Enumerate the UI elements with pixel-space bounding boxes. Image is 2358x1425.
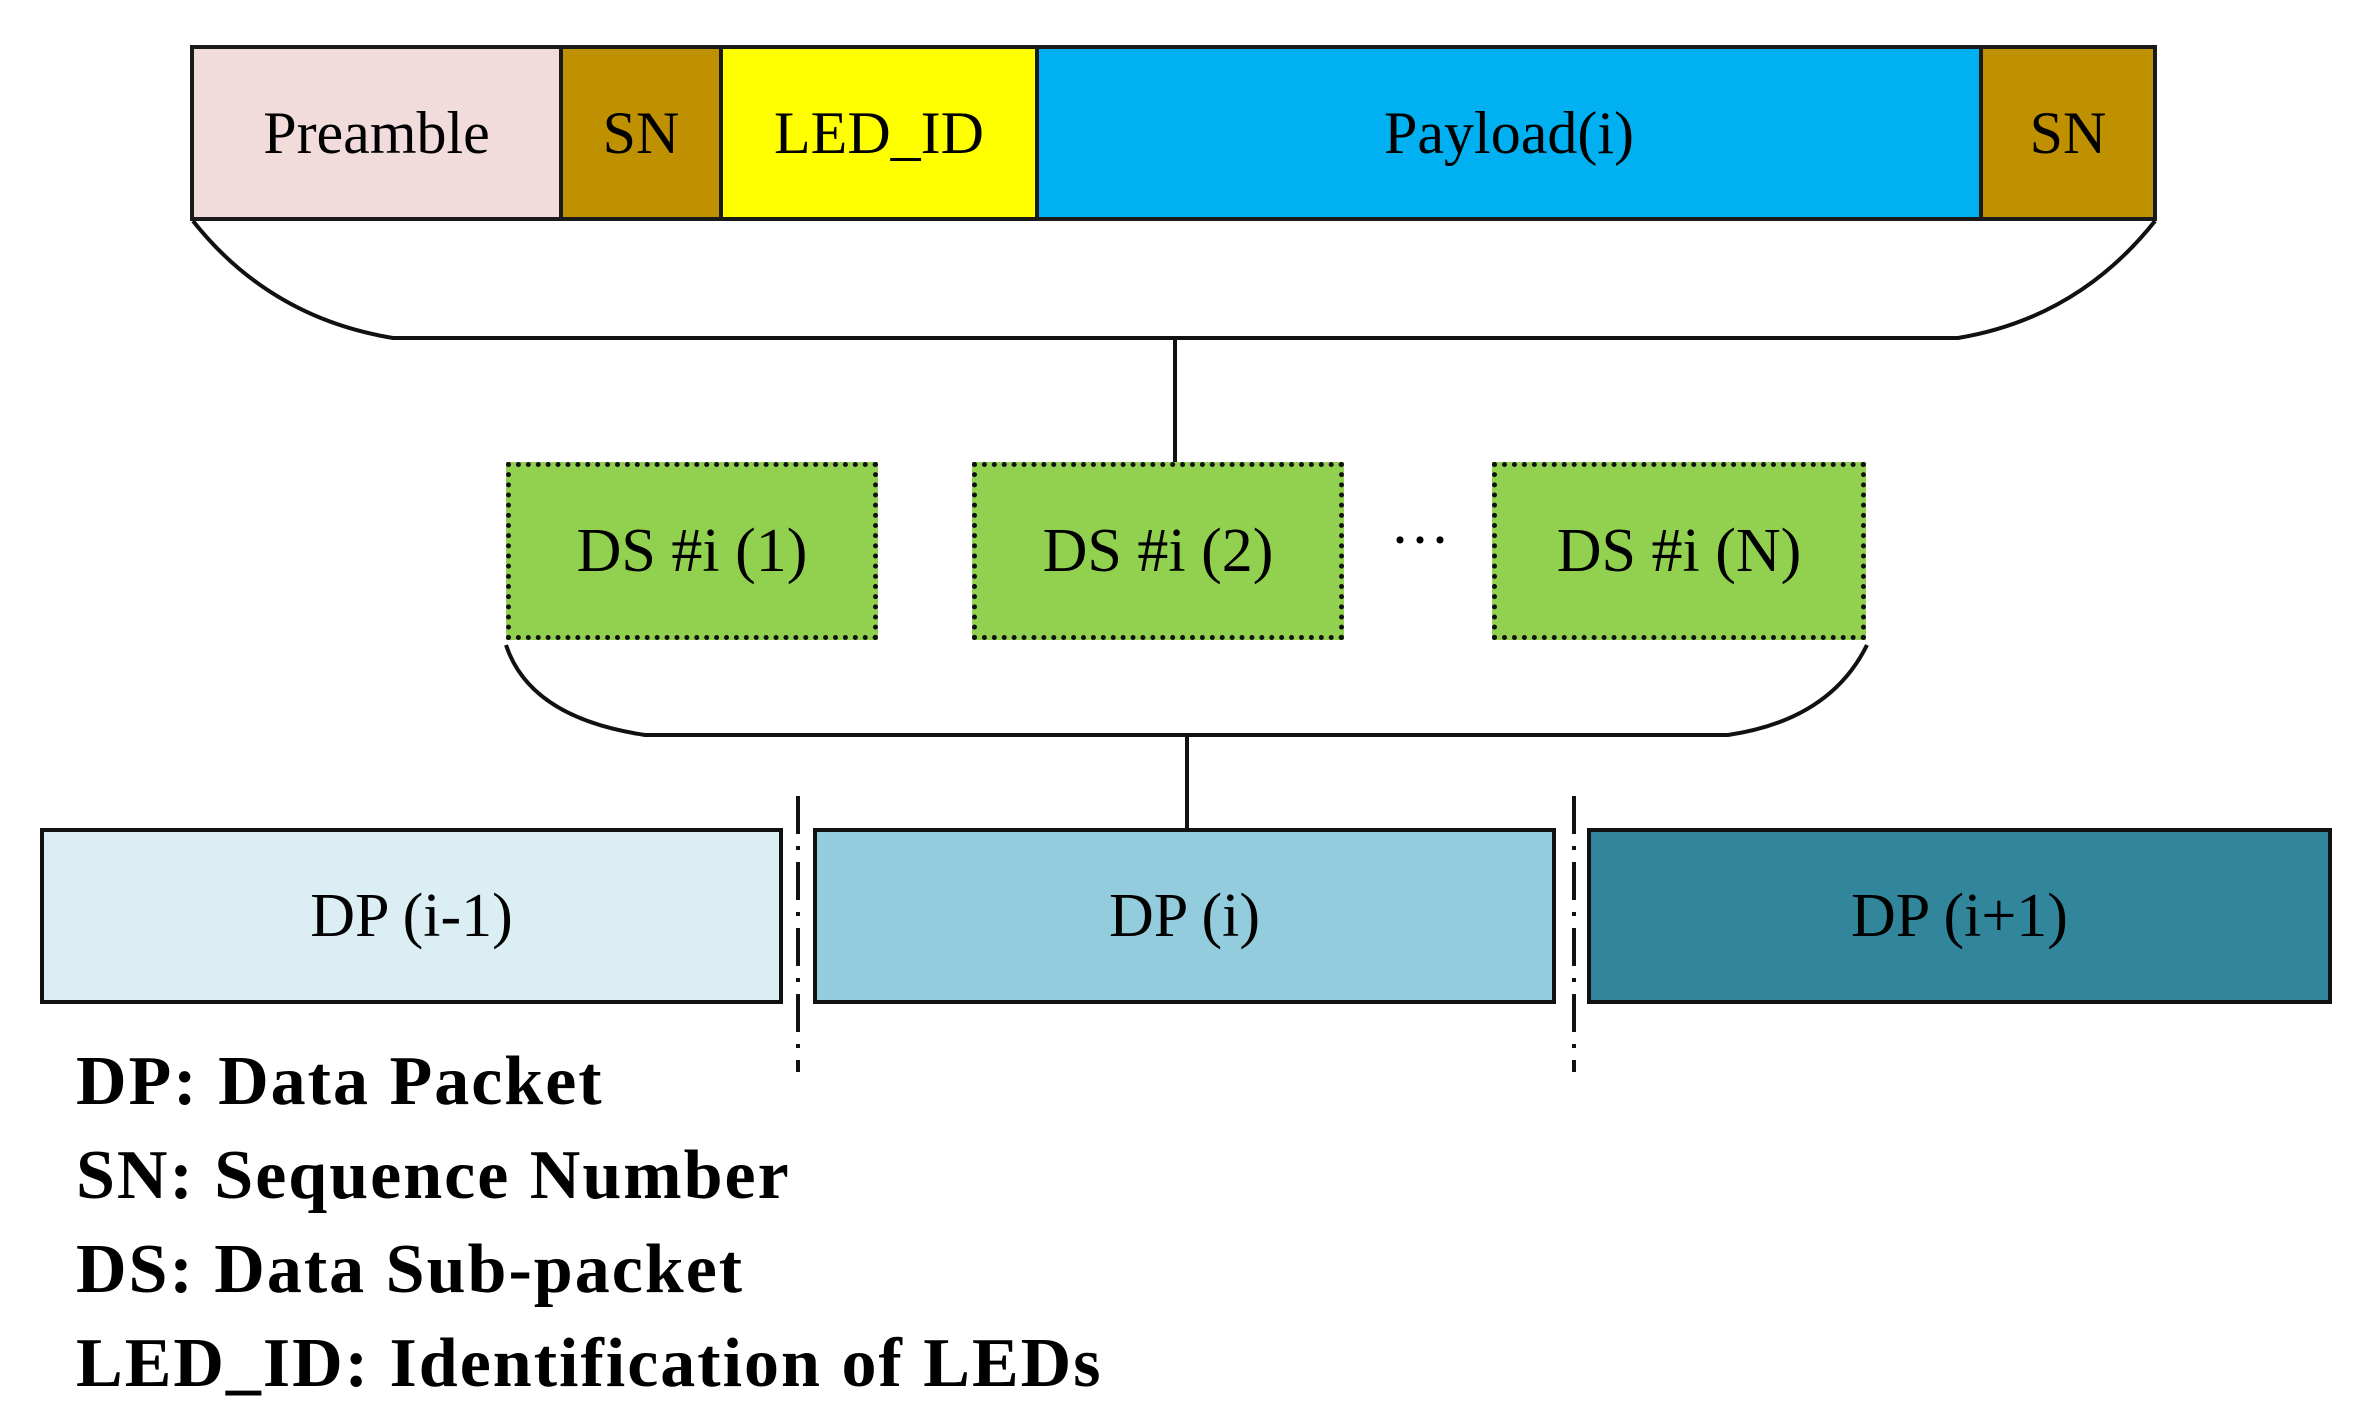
dp-box-current: DP (i) xyxy=(813,828,1556,1004)
legend-item-dp: DP: Data Packet xyxy=(76,1043,604,1120)
frame-field-led-id-label: LED_ID xyxy=(774,99,984,166)
ds-ellipsis: ··· xyxy=(1390,507,1450,573)
ds-box-2-label: DS #i (2) xyxy=(1042,516,1274,585)
frame-brace xyxy=(191,219,2157,340)
frame-field-sn-end: SN xyxy=(1983,45,2157,221)
legend-item-sn: SN: Sequence Number xyxy=(76,1137,791,1214)
frame-field-sn-end-label: SN xyxy=(2029,99,2107,166)
legend: DP: Data Packet SN: Sequence Number DS: … xyxy=(76,1035,1102,1411)
dp-box-current-label: DP (i) xyxy=(1109,881,1260,950)
ds-brace xyxy=(504,644,1869,737)
ds-box-n-label: DS #i (N) xyxy=(1556,516,1802,585)
dp-box-next-label: DP (i+1) xyxy=(1851,881,2068,950)
frame-field-preamble-label: Preamble xyxy=(263,99,490,166)
ds-box-n: DS #i (N) xyxy=(1492,462,1866,640)
legend-item-ds: DS: Data Sub-packet xyxy=(76,1231,745,1308)
frame-field-preamble: Preamble xyxy=(190,45,563,221)
ds-box-2: DS #i (2) xyxy=(972,462,1344,640)
frame-field-sn-start-label: SN xyxy=(602,99,680,166)
dp-box-next: DP (i+1) xyxy=(1587,828,2332,1004)
ds-box-1: DS #i (1) xyxy=(506,462,878,640)
dp-box-prev-label: DP (i-1) xyxy=(310,881,513,950)
frame-field-payload-label: Payload(i) xyxy=(1384,99,1634,166)
frame-field-payload: Payload(i) xyxy=(1039,45,1983,221)
frame-field-led-id: LED_ID xyxy=(723,45,1039,221)
legend-item-led-id: LED_ID: Identification of LEDs xyxy=(76,1325,1103,1402)
frame-field-sn-start: SN xyxy=(563,45,723,221)
ds-box-1-label: DS #i (1) xyxy=(576,516,808,585)
dp-box-prev: DP (i-1) xyxy=(40,828,783,1004)
